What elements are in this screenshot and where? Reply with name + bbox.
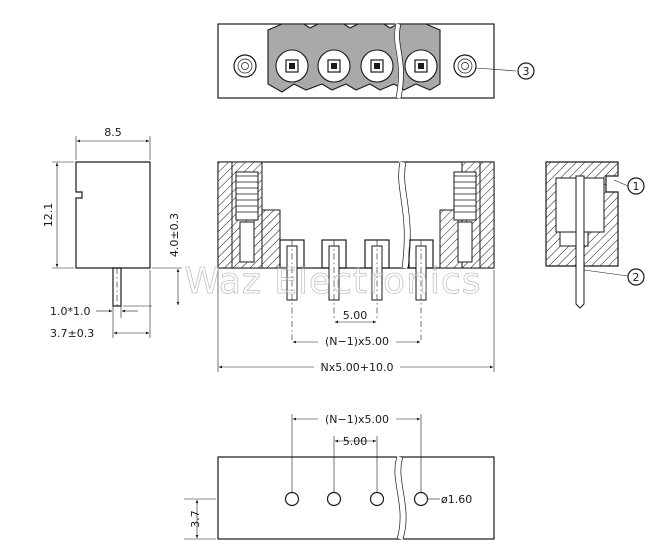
dim-bottom-row-label: 3.7 [189,510,202,528]
dim-height-label: 12.1 [42,203,55,228]
front-pin-1 [279,239,305,340]
callout-1-leader [613,179,629,187]
dim-pin-length-label: 4.0±0.3 [168,213,181,257]
front-view: 5.00 (N−1)x5.00 Nx5.00+10.0 [217,161,495,374]
callout-3-leader [475,67,517,72]
callout-2-label: 2 [633,271,640,284]
dim-total-label: Nx5.00+10.0 [321,361,394,374]
front-pin-3 [364,239,390,320]
callout-2 [627,268,645,286]
hole-3 [369,491,385,507]
hole-1 [284,491,300,507]
dim-bottom-pitch-label: 5.00 [343,435,368,448]
dim-pitch-label: 5.00 [343,309,368,322]
top-view: 3 [217,23,535,99]
callout-2-leader [583,269,629,277]
side-view: 8.5 12.1 4.0±0.3 1.0*1.0 3.7±0.3 [42,126,182,340]
bottom-break-lines [394,456,407,540]
top-view-frame [217,23,495,99]
top-screw-right [453,54,477,78]
front-screw-left [235,171,259,263]
callout-1-label: 1 [633,180,640,193]
top-screw-2 [317,49,351,83]
callout-3-label: 3 [523,65,530,78]
dim-span-label: (N−1)x5.00 [325,335,389,348]
dim-pin-size-label: 1.0*1.0 [50,305,91,318]
front-break-lines [398,161,411,269]
dim-bottom-span-label: (N−1)x5.00 [325,413,389,426]
hole-2 [326,491,342,507]
front-pin-4 [408,239,434,340]
hole-4 [413,491,429,507]
top-screw-left [233,54,257,78]
watermark: Waz Electronics [185,261,482,302]
top-screw-1 [275,49,309,83]
bottom-view-frame [217,456,495,540]
front-screw-right [453,171,477,263]
front-pin-2 [321,239,347,320]
top-screw-3 [360,49,394,83]
section-pin [575,175,585,309]
top-break-lines [394,23,404,99]
callout-1 [627,177,645,195]
callout-3 [517,62,535,80]
bottom-view: (N−1)x5.00 5.00 ø1.60 3.7 [184,411,495,540]
dim-hole-label: ø1.60 [441,493,472,506]
top-break [393,23,403,99]
dim-width-label: 8.5 [104,126,122,139]
section-view: 1 2 [545,161,645,309]
top-screw-4 [404,49,438,83]
side-view-body [75,161,151,269]
dim-pin-offset-label: 3.7±0.3 [50,327,94,340]
